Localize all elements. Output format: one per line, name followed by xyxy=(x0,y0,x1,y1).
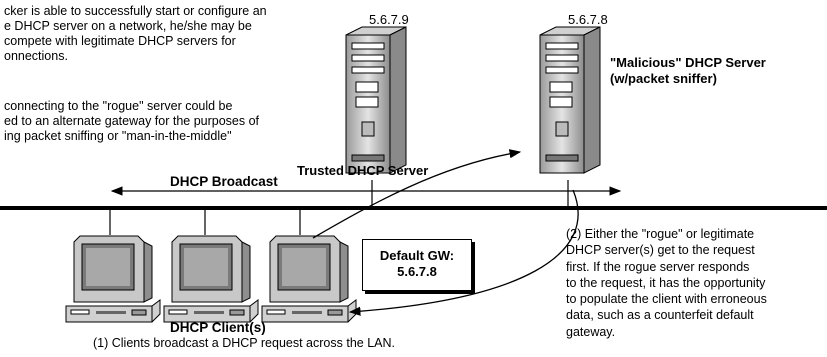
response-arrow xyxy=(348,189,579,316)
malicious-server-icon xyxy=(539,26,601,174)
client-computer-icon xyxy=(261,235,357,323)
intro-paragraph-1: cker is able to successfully start or co… xyxy=(4,4,267,63)
trusted-server-label: Trusted DHCP Server xyxy=(297,163,429,178)
trusted-server-icon xyxy=(345,26,407,174)
note-2: (2) Either the "rogue" or legitimate DHC… xyxy=(566,227,767,339)
clients-caption: (1) Clients broadcast a DHCP request acr… xyxy=(93,336,395,350)
clients-label: DHCP Client(s) xyxy=(170,320,266,335)
trusted-server-ip: 5.6.7.9 xyxy=(369,12,409,27)
malicious-server-label: "Malicious" DHCP Server (w/packet sniffe… xyxy=(610,55,766,86)
client-computer-icon xyxy=(163,235,259,323)
intro-paragraph-2: connecting to the "rogue" server could b… xyxy=(4,99,260,143)
default-gateway-box: Default GW: 5.6.7.8 xyxy=(362,239,472,291)
client-computer-icon xyxy=(65,235,161,323)
broadcast-label: DHCP Broadcast xyxy=(170,174,278,189)
malicious-server-ip: 5.6.7.8 xyxy=(568,12,608,27)
default-gateway-text: Default GW: 5.6.7.8 xyxy=(379,248,455,279)
request-arrow xyxy=(312,149,522,239)
